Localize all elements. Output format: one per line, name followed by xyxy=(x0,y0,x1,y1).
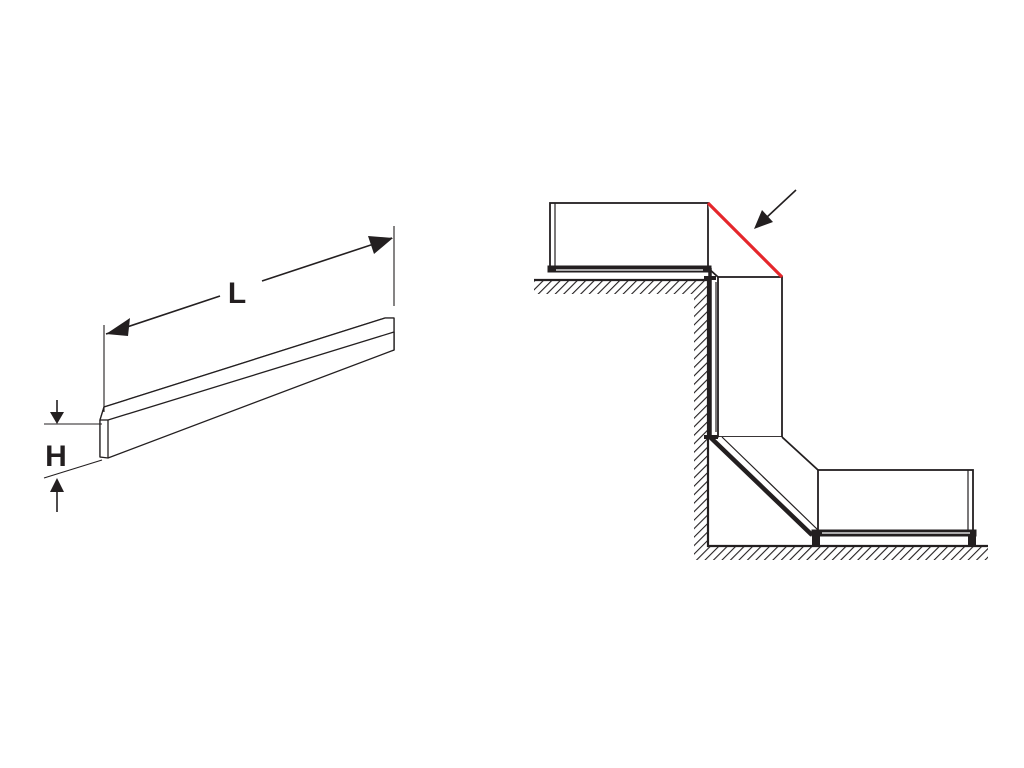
arrow-pointer-icon xyxy=(754,189,797,229)
highlighted-corner-edge xyxy=(706,201,784,279)
upper-box xyxy=(547,202,712,273)
plinth-strip xyxy=(99,317,395,459)
height-label: H xyxy=(45,440,67,473)
length-label: L xyxy=(228,277,246,310)
length-dim-line-right xyxy=(261,237,393,282)
length-arrowhead-right-icon xyxy=(368,236,393,254)
diagonal-strip xyxy=(708,435,814,537)
corner-installation-figure xyxy=(534,189,988,560)
lower-box xyxy=(811,469,977,546)
strip-mid-edge xyxy=(107,331,395,421)
height-arrowhead-top-icon xyxy=(50,412,64,424)
upper-box-body xyxy=(549,202,709,269)
strip-outline xyxy=(99,317,395,459)
riser-box-body xyxy=(717,276,783,438)
height-dimension: H xyxy=(45,400,67,512)
diagonal-transition xyxy=(708,435,819,537)
lower-box-body xyxy=(817,469,974,533)
wall-inner-edge xyxy=(534,278,988,548)
extension-line-h-bottom xyxy=(43,459,103,479)
plinth-strip-figure: L H xyxy=(43,226,395,512)
height-arrowhead-bottom-icon xyxy=(50,478,64,492)
hatched-wall xyxy=(534,278,988,560)
upper-box-base xyxy=(547,265,712,273)
length-arrowhead-left-icon xyxy=(106,318,130,336)
length-dimension: L xyxy=(105,236,393,336)
extension-lines xyxy=(43,226,395,479)
